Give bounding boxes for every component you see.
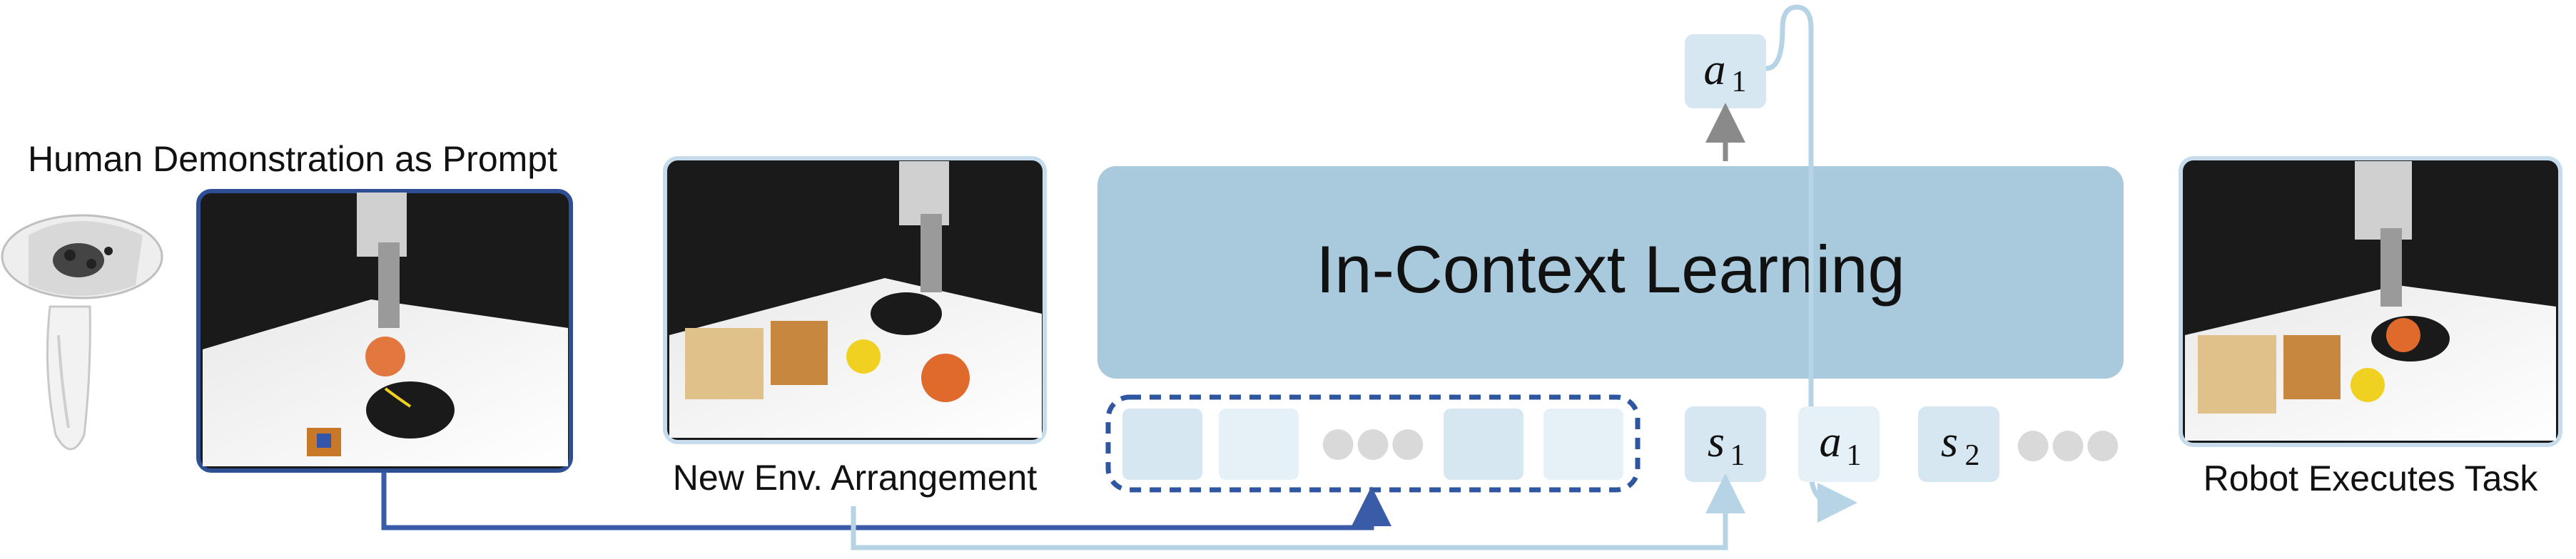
prompt-token-4 <box>1543 409 1623 480</box>
state-token-2 <box>1918 406 1999 482</box>
action-1-subscript: 1 <box>1847 439 1862 472</box>
feedback-loop-arrow <box>1765 4 1857 523</box>
new-env-image <box>663 156 1047 444</box>
output-action-subscript: 1 <box>1732 66 1747 98</box>
model-label: In-Context Learning <box>1316 232 1905 307</box>
state-2-symbol: s <box>1941 418 1958 466</box>
prompt-token-2 <box>1219 409 1299 480</box>
demo-image <box>196 189 573 473</box>
env-to-state-arrow <box>851 473 1745 550</box>
robot-exec-image <box>2179 156 2562 447</box>
in-context-learning-box <box>1097 166 2124 379</box>
output-action-token <box>1685 34 1766 108</box>
output-action-symbol: a <box>1704 46 1726 94</box>
action-token-1 <box>1798 406 1880 482</box>
sequence-ellipsis: ●●● <box>2016 420 2121 466</box>
state-1-subscript: 1 <box>1730 439 1745 472</box>
state-token-1 <box>1685 406 1766 482</box>
prompt-ellipsis: ●●● <box>1321 419 1426 465</box>
human-demo-label: Human Demonstration as Prompt <box>28 139 557 179</box>
state-1-symbol: s <box>1708 418 1725 466</box>
new-env-label: New Env. Arrangement <box>673 458 1038 498</box>
demo-to-prompt-arrow <box>381 472 1391 530</box>
prompt-token-1 <box>1122 409 1202 480</box>
prompt-token-3 <box>1444 409 1523 480</box>
state-2-subscript: 2 <box>1965 439 1980 472</box>
action-1-symbol: a <box>1820 418 1842 466</box>
vr-headset-icon <box>1 214 163 451</box>
robot-exec-label: Robot Executes Task <box>2204 458 2539 498</box>
